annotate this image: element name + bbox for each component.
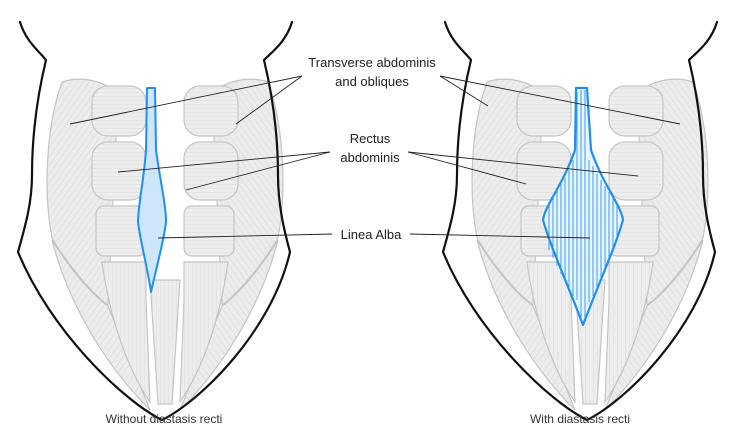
- body-outline-right: [441, 20, 719, 422]
- label-transverse-line2: and obliques: [335, 74, 409, 89]
- linea-alba-diastasis: [541, 86, 625, 327]
- linea-alba-fibers: [548, 90, 618, 318]
- torso-diastasis: [441, 20, 719, 422]
- caption-without: Without diastasis recti: [106, 412, 223, 426]
- torso-normal: [16, 20, 294, 422]
- abdominal-muscles-left: [46, 78, 284, 411]
- label-rectus-line1: Rectus: [350, 131, 391, 146]
- pointer-lines: [69, 75, 681, 239]
- linea-alba-normal: [137, 87, 167, 293]
- label-linea-alba: Linea Alba: [341, 227, 402, 242]
- label-rectus-line2: abdominis: [340, 150, 400, 165]
- label-transverse-line1: Transverse abdominis: [308, 55, 436, 70]
- caption-with: With diastasis recti: [530, 412, 630, 426]
- body-outline-left: [16, 20, 294, 422]
